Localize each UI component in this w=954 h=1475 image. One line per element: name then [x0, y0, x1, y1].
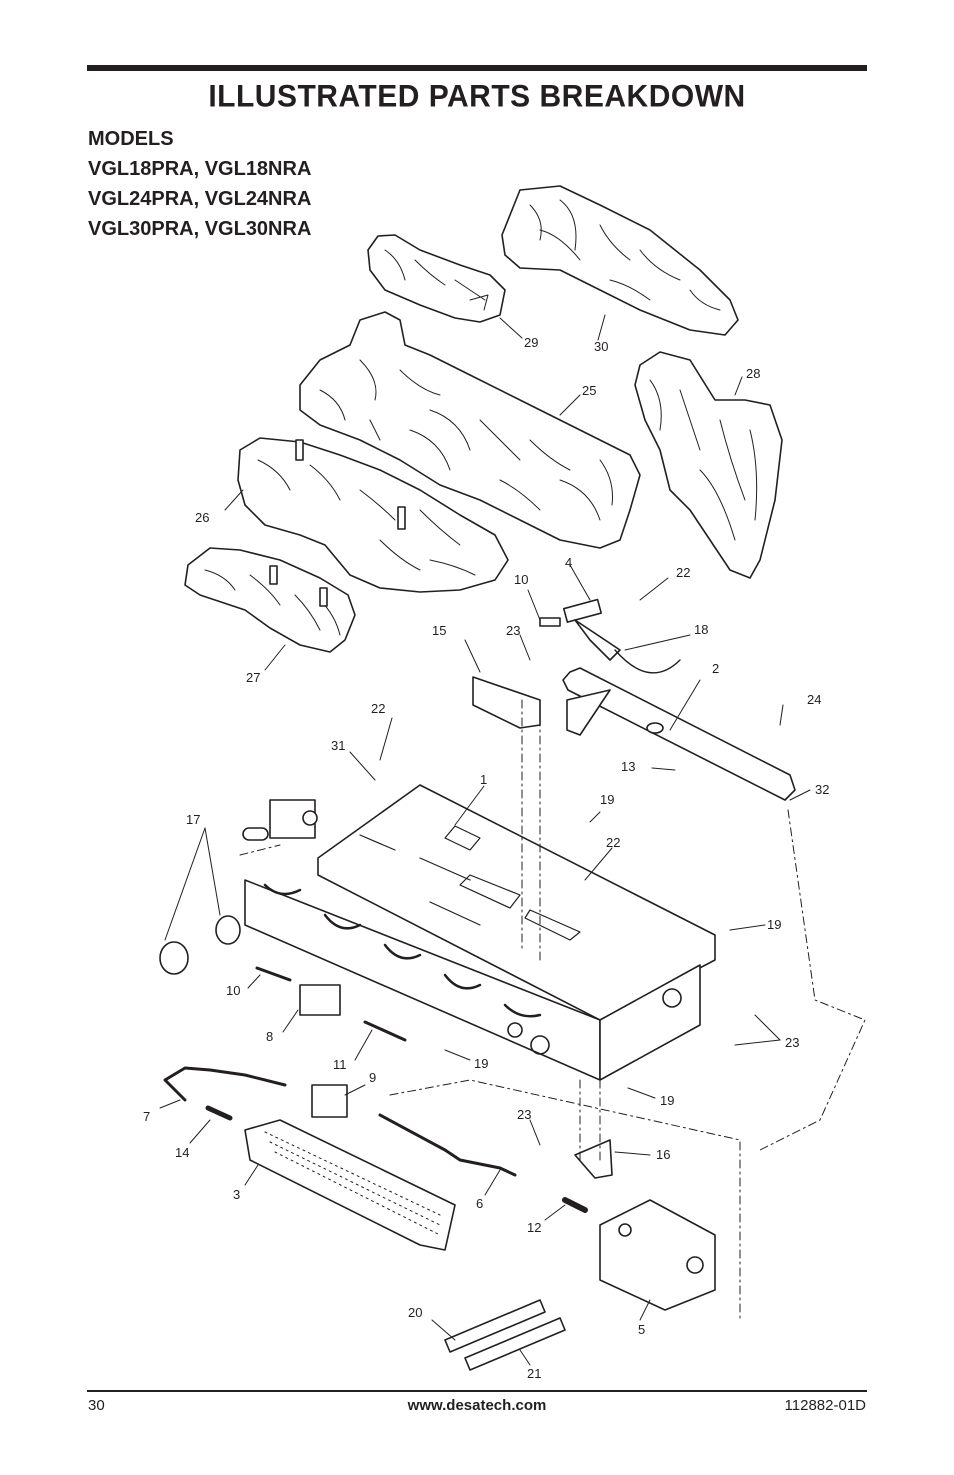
tube-6 — [378, 1113, 517, 1177]
callout-5: 5 — [638, 1322, 645, 1337]
regulator-8 — [255, 966, 407, 1042]
pilot-assembly-4 — [539, 598, 681, 674]
top-rule — [87, 65, 867, 71]
gas-valve-5 — [599, 1199, 716, 1311]
callout-28: 28 — [746, 366, 760, 381]
callout-16: 16 — [656, 1147, 670, 1162]
callout-11: 11 — [333, 1057, 347, 1072]
models-heading: MODELS — [88, 128, 174, 150]
fitting-9 — [311, 1084, 348, 1118]
burner-tube-2 — [562, 667, 796, 801]
models-block: MODELS VGL18PRA, VGL18NRA VGL24PRA, VGL2… — [88, 124, 311, 244]
leader-lines — [159, 314, 811, 1366]
model-line: VGL30PRA, VGL30NRA — [88, 218, 312, 240]
callout-18: 18 — [694, 622, 708, 637]
log-27 — [184, 547, 356, 653]
callout-19-bottom: 19 — [660, 1093, 674, 1108]
callout-19-top: 19 — [600, 792, 614, 807]
callout-27: 27 — [246, 670, 260, 685]
callout-4: 4 — [565, 555, 572, 570]
burner-pan-3 — [244, 1119, 456, 1251]
callout-9: 9 — [369, 1070, 376, 1085]
callout-23-top: 23 — [506, 623, 520, 638]
callout-24: 24 — [807, 692, 821, 707]
callout-19-right: 19 — [767, 917, 781, 932]
document-number: 112882-01D — [784, 1397, 866, 1414]
burner-chassis-1 — [244, 784, 716, 1081]
model-line: VGL18PRA, VGL18NRA — [88, 158, 312, 180]
callout-25: 25 — [582, 383, 596, 398]
assembly-lines — [239, 699, 866, 1321]
log-30 — [501, 185, 739, 336]
callout-20: 20 — [408, 1305, 422, 1320]
callout-1: 1 — [480, 772, 487, 787]
log-25 — [299, 311, 641, 549]
callout-14: 14 — [175, 1145, 189, 1160]
callout-12: 12 — [527, 1220, 541, 1235]
callout-22-left: 22 — [371, 701, 385, 716]
fitting-14 — [205, 1105, 233, 1121]
bracket-16 — [574, 1139, 613, 1179]
callout-22-top: 22 — [676, 565, 690, 580]
callout-10-left: 10 — [226, 983, 240, 998]
model-line: VGL24PRA, VGL24NRA — [88, 188, 312, 210]
tubes-20-21 — [444, 1299, 566, 1371]
callout-23-right: 23 — [785, 1035, 799, 1050]
website-link[interactable]: www.desatech.com — [407, 1397, 547, 1414]
callout-6: 6 — [476, 1196, 483, 1211]
callout-29: 29 — [524, 335, 538, 350]
callout-30: 30 — [594, 339, 608, 354]
bracket-15 — [472, 676, 541, 729]
callout-17: 17 — [186, 812, 200, 827]
callout-2: 2 — [712, 661, 719, 676]
callout-13: 13 — [621, 759, 635, 774]
fitting-17 — [159, 799, 318, 975]
callout-8: 8 — [266, 1029, 273, 1044]
callout-23-bottom: 23 — [517, 1107, 531, 1122]
callout-15: 15 — [432, 623, 446, 638]
log-26 — [237, 437, 509, 593]
callout-7: 7 — [143, 1109, 150, 1124]
fitting-12 — [562, 1197, 588, 1213]
tube-7 — [163, 1066, 287, 1102]
callout-3: 3 — [233, 1187, 240, 1202]
callout-22-mid: 22 — [606, 835, 620, 850]
page-number: 30 — [88, 1397, 105, 1414]
callout-21: 21 — [527, 1366, 541, 1381]
page-title: ILLUSTRATED PARTS BREAKDOWN — [208, 79, 746, 114]
log-28 — [634, 351, 783, 579]
log-29 — [367, 234, 506, 323]
callout-numbers: 29 30 28 25 26 27 4 22 10 18 15 23 2 24 … — [143, 335, 829, 1381]
callout-31: 31 — [331, 738, 345, 753]
callout-26: 26 — [195, 510, 209, 525]
callout-19-mid: 19 — [474, 1056, 488, 1071]
callout-32: 32 — [815, 782, 829, 797]
bottom-rule — [87, 1390, 867, 1392]
callout-10-top: 10 — [514, 572, 528, 587]
